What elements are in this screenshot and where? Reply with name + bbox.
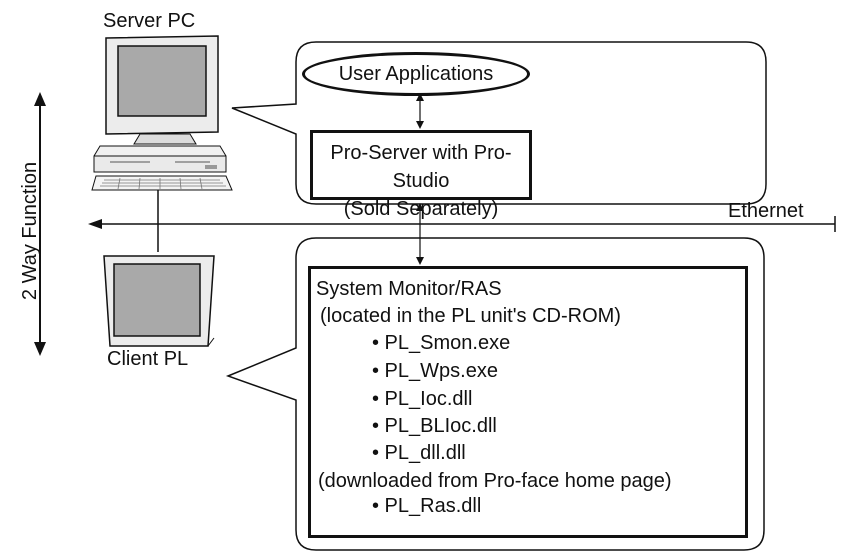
download-item: • PL_Ras.dll	[372, 495, 482, 517]
server-monitor-arrow	[416, 203, 424, 265]
server-pc-icon	[91, 35, 233, 191]
pro-server-line1: Pro-Server with Pro-Studio	[330, 142, 512, 192]
download-note: (downloaded from Pro-face home page)	[318, 470, 672, 492]
two-way-arrow	[34, 92, 46, 356]
file-item: • PL_Wps.exe	[372, 360, 498, 382]
apps-server-arrow	[416, 93, 424, 129]
two-way-function-label: 2 Way Function	[19, 161, 41, 301]
user-applications-label: User Applications	[338, 62, 494, 85]
client-pl-label: Client PL	[107, 348, 189, 370]
server-pc-label: Server PC	[103, 10, 196, 32]
file-item: • PL_Smon.exe	[372, 332, 511, 354]
ethernet-line	[88, 216, 836, 232]
file-item: • PL_Ioc.dll	[372, 388, 473, 410]
system-monitor-box	[308, 266, 748, 538]
ethernet-label: Ethernet	[728, 200, 804, 222]
file-item: • PL_BLIoc.dll	[372, 415, 497, 437]
system-monitor-title: System Monitor/RAS	[316, 278, 502, 300]
client-pl-icon	[103, 255, 215, 347]
system-monitor-subtitle: (located in the PL unit's CD-ROM)	[320, 305, 621, 327]
pro-server-line2: (Sold Separately)	[343, 198, 499, 220]
file-item: • PL_dll.dll	[372, 442, 466, 464]
user-applications-ellipse: User Applications	[302, 52, 530, 96]
pro-server-box: Pro-Server with Pro-Studio (Sold Separat…	[310, 130, 532, 220]
